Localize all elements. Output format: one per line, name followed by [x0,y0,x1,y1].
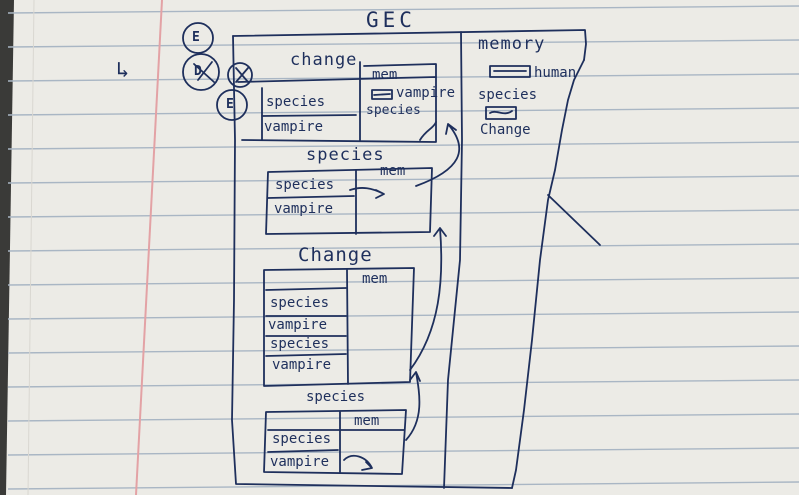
ruled-line [7,209,799,218]
frame2-mem-label: mem [380,163,406,179]
frame2-arrow [349,187,385,199]
memory-fn-box [485,106,517,120]
ink-stray-line [547,194,601,246]
frame3-mem-label: mem [362,271,388,287]
frame2-to-frame1-arrow [415,123,461,187]
memory-entry-change: Change [480,122,531,138]
gec-box-outline [231,35,513,489]
frame3-var-4: vampire [272,357,332,373]
frame1-var-2: vampire [264,119,324,135]
frame2-var-2: vampire [274,201,334,217]
margin-circle-3 [227,62,253,88]
frame3-header-line [265,287,347,291]
margin-arrow-mark: ↳ [116,58,131,83]
memory-heading: memory [478,34,546,54]
margin-letter-3: E [226,97,234,112]
frame1-box [237,76,437,143]
frame4-box [263,409,407,475]
margin-cross-mark-2 [235,67,249,83]
ruled-line [7,311,799,320]
memory-entry-human: human [534,65,577,81]
gec-box-top [232,29,587,61]
frame1-return-mark [419,121,437,141]
frame3-mem-divider [346,269,349,385]
frame4-var-1: species [272,431,332,447]
frame1-mem-top [363,63,437,78]
frame3-var-3: species [270,336,330,352]
margin-circle-4 [216,89,248,121]
frame3-var-2: vampire [268,317,328,333]
frame1-heading: change [290,50,358,70]
ruled-line [7,175,799,184]
frame4-heading: species [306,389,366,405]
frame1-mem-value-1: vampire [396,85,456,101]
frame1-mem-label: mem [372,67,398,83]
ruled-line [7,141,799,150]
paper-edge [27,0,35,495]
margin-letter-2: D [194,64,202,79]
frame4-to-frame3-arrow [405,371,421,441]
ruled-line [7,345,799,354]
ruled-line [7,243,799,252]
margin-letter-1: E [192,30,200,45]
frame3-box [263,267,415,387]
memory-human-box [489,65,531,78]
frame3-row-line3 [265,353,347,357]
frame4-arrow [343,454,373,471]
memory-entry-species: species [478,87,538,103]
frame1-mem-box [371,89,393,100]
frame1-mem-scribble [373,93,391,96]
page-title: GEC [366,8,416,32]
stack-divider [443,31,463,489]
frame3-var-1: species [270,295,330,311]
memory-fn-scribble [489,110,513,115]
frame2-heading: species [306,145,385,165]
margin-circle-2 [182,53,220,91]
frame1-row-line [261,114,357,117]
ruled-lines [7,5,799,490]
frame1-var-1: species [266,94,326,110]
ruled-line [7,481,799,490]
frame4-var-2: vampire [270,454,330,470]
ruled-line [7,277,799,286]
frame3-to-frame2-arrow [409,227,447,371]
frame4-mem-label: mem [354,413,380,429]
frame2-box [265,167,433,235]
ruled-line [7,379,799,388]
ink-drawing [182,22,601,489]
margin-circle-1 [182,22,214,54]
frame2-var-1: species [275,177,335,193]
margin-cross-mark [193,61,215,83]
margin-line [135,0,163,495]
ruled-line [7,39,799,48]
frame3-heading: Change [298,244,373,266]
frame4-row-line [267,449,339,453]
frame1-mem-value-2: species [366,103,421,118]
frame2-row-line [267,195,355,199]
ruled-line [7,5,799,14]
ruled-line [7,107,799,116]
memory-boundary [511,59,585,489]
